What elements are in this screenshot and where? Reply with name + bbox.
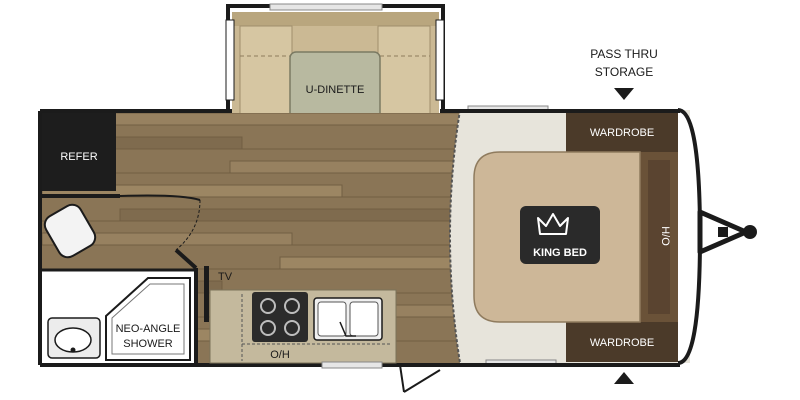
hanging-closet-label: H/O xyxy=(659,226,671,246)
wardrobe-bottom xyxy=(566,322,678,362)
toilet xyxy=(43,203,97,259)
storage-label-line2: STORAGE xyxy=(595,65,653,79)
bed-label: KING BED xyxy=(533,247,587,259)
storage-marker-bottom-icon xyxy=(614,372,634,384)
shower-label-line1: NEO-ANGLE xyxy=(116,323,181,335)
lavatory-sink xyxy=(47,317,101,359)
bedroom: WARDROBE WARDROBE H/O KING BED xyxy=(449,105,703,367)
shower-label-line2: SHOWER xyxy=(123,338,173,350)
refrigerator: REFER xyxy=(42,113,116,191)
stove-cooktop xyxy=(252,292,308,342)
dinette-label: U-DINETTE xyxy=(306,84,365,96)
dinette-slideout: U-DINETTE xyxy=(225,3,445,126)
storage-marker-top-icon xyxy=(614,88,634,100)
pass-thru-storage: PASS THRU STORAGE xyxy=(590,47,658,384)
wardrobe-top-label: WARDROBE xyxy=(590,127,654,139)
kitchen-sink xyxy=(313,297,383,341)
tv-label: TV xyxy=(218,271,233,283)
neo-angle-shower: NEO-ANGLE SHOWER xyxy=(105,277,191,361)
wardrobe-bottom-label: WARDROBE xyxy=(590,337,654,349)
storage-label-line1: PASS THRU xyxy=(590,47,658,61)
bathroom: NEO-ANGLE SHOWER xyxy=(40,203,198,365)
crown-icon xyxy=(537,213,569,235)
refer-label: REFER xyxy=(60,151,97,163)
entry-door xyxy=(321,361,441,393)
wardrobe-top xyxy=(566,112,678,152)
tongue-hitch-icon xyxy=(697,209,757,255)
tv: TV xyxy=(204,266,233,322)
overhead-label: O/H xyxy=(270,349,290,361)
kitchen-counter: O/H xyxy=(209,289,397,364)
